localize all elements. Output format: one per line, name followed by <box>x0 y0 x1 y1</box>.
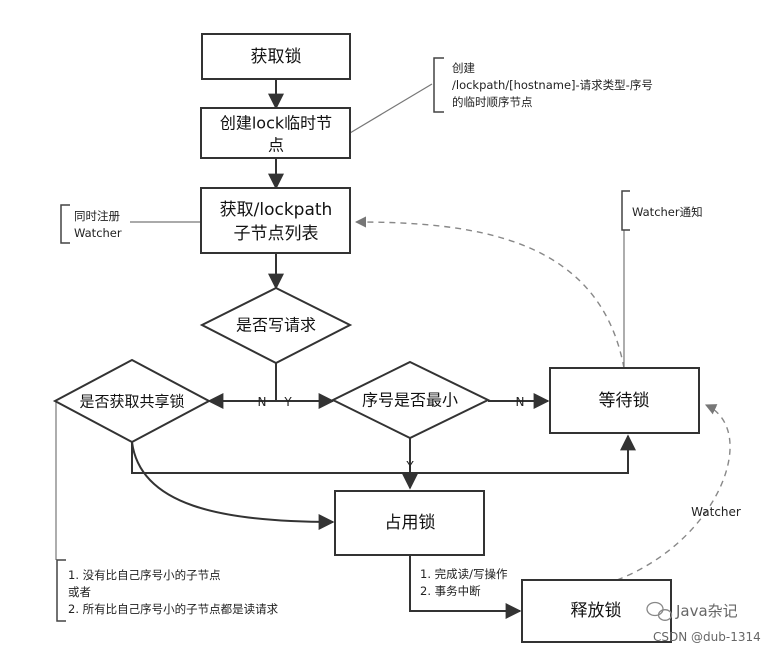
edge-label-watcher: Watcher <box>691 505 741 519</box>
watermark: Java杂记 CSDN @dub-1314 <box>646 601 761 644</box>
watermark-brand: Java杂记 <box>675 602 738 620</box>
is-min-label: 序号是否最小 <box>362 391 458 410</box>
note-shared-line-2: 或者 <box>68 585 91 599</box>
node-release-lock <box>521 579 672 643</box>
note-create-line-3: 的临时顺序节点 <box>452 95 533 109</box>
node-is-shared <box>52 358 212 444</box>
edge-hold-to-release <box>409 555 522 619</box>
note-notify-line-1: Watcher通知 <box>632 205 703 219</box>
note-shared-line-1: 1. 没有比自己序号小的子节点 <box>68 568 221 582</box>
edge-label-y-down: Y <box>405 459 414 473</box>
get-children-label-2: 子节点列表 <box>234 224 319 244</box>
note-connector-create <box>349 83 433 134</box>
edge-wait-to-children-dashed <box>354 216 625 369</box>
edge-shared-to-hold <box>131 441 335 530</box>
get-lock-label: 获取锁 <box>251 47 302 67</box>
node-is-write <box>199 286 353 365</box>
edge-label-n-left: N <box>258 395 267 409</box>
is-shared-label: 是否获取共享锁 <box>79 393 184 411</box>
edge-label-y-right: Y <box>283 395 292 409</box>
wait-lock-label: 等待锁 <box>599 391 650 411</box>
edge-release-to-wait-dashed <box>616 404 731 581</box>
create-node-label-2: 点 <box>268 136 284 155</box>
get-children-label-1: 获取/lockpath <box>220 200 333 220</box>
note-create-line-2: /lockpath/[hostname]-请求类型-序号 <box>452 78 653 92</box>
note-bracket-register <box>60 204 70 244</box>
note-create-line-1: 创建 <box>452 61 475 75</box>
node-get-children <box>200 187 351 254</box>
create-node-label-1: 创建lock临时节 <box>220 114 332 133</box>
is-write-label: 是否写请求 <box>236 316 316 335</box>
note-hold-line-1: 1. 完成读/写操作 <box>420 567 508 581</box>
wechat-icon <box>646 601 673 621</box>
node-wait-lock <box>549 367 700 434</box>
node-get-lock <box>201 33 351 80</box>
node-create-node <box>200 107 351 159</box>
note-register-line-2: Watcher <box>74 226 122 240</box>
node-is-min <box>330 360 491 440</box>
note-bracket-create <box>433 57 444 113</box>
note-bracket-notify <box>621 190 630 231</box>
note-bracket-shared <box>56 559 66 622</box>
note-hold-line-2: 2. 事务中断 <box>420 584 481 598</box>
release-lock-label: 释放锁 <box>571 601 622 621</box>
hold-lock-label: 占用锁 <box>385 513 436 533</box>
edge-label-n-wait: N <box>516 395 525 409</box>
node-hold-lock <box>334 490 485 556</box>
edge-shared-to-wait <box>131 434 636 474</box>
note-shared-line-3: 2. 所有比自己序号小的子节点都是读请求 <box>68 602 279 616</box>
note-register-line-1: 同时注册 <box>74 209 120 223</box>
watermark-credit: CSDN @dub-1314 <box>653 630 761 644</box>
